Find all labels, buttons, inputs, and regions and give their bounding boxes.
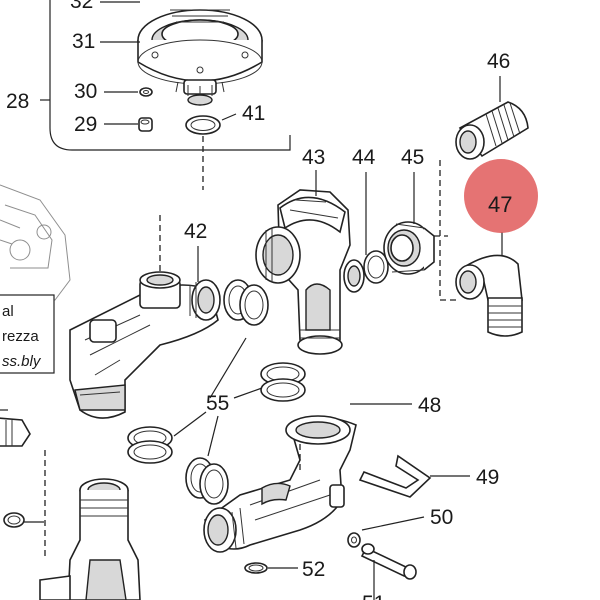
background-housing [0,184,71,301]
callout-49: 49 [476,466,499,489]
callout-32: 32 [70,0,93,13]
part-30-washer [139,87,153,97]
callout-31: 31 [72,30,95,53]
legend-box: al rezza ss.bly [0,294,55,374]
part-29-nut [138,117,153,132]
callout-47: 47 [488,192,512,217]
part-42-fitting [69,271,221,419]
callout-28: 28 [6,90,29,113]
part-47-elbow-connector [455,254,523,337]
part-43-tee-fitting [255,189,365,355]
part-55-o-rings-lower-left [127,426,173,464]
leader-55-a [209,337,247,399]
leader-41 [221,113,237,121]
callout-41: 41 [242,102,265,125]
callout-30: 30 [74,80,97,103]
part-31-valve-head [137,9,263,106]
callout-29: 29 [74,113,97,136]
part-48-lower-tee [203,415,357,553]
callout-51: 51 [362,592,385,600]
callout-50: 50 [430,506,453,529]
leader-50 [361,516,425,531]
leader-55-b [233,387,263,399]
part-50-washer [347,532,361,548]
callout-46: 46 [487,50,510,73]
part-45-union-nut [383,221,435,275]
callout-45: 45 [401,146,424,169]
callout-43: 43 [302,146,325,169]
legend-line-3: ss.bly [2,353,42,370]
axis-46-47 [439,160,460,301]
leader-55-d [207,415,219,457]
callout-42: 42 [184,220,207,243]
part-49-clip [358,454,432,498]
leader-55-c [173,411,207,437]
group-28-bracket [49,0,291,151]
part-55-o-rings-upper [223,279,269,326]
part-55-o-rings-middle [260,362,306,402]
part-55-o-rings-lower-right [185,457,229,505]
legend-line-2: rezza [2,328,39,345]
left-edge-screw [0,417,31,528]
callout-55: 55 [206,392,229,415]
callout-44: 44 [352,146,376,169]
part-44-o-ring [363,250,389,284]
highlight-47-circle [464,159,538,233]
callout-52: 52 [302,558,325,581]
part-46-hose-connector [455,101,529,160]
part-51-bolt [360,543,417,580]
legend-line-1: al [2,303,14,320]
callout-48: 48 [418,394,441,417]
part-41-o-ring [185,115,221,135]
lower-left-fitting [39,478,141,600]
part-52-o-ring [244,562,268,574]
